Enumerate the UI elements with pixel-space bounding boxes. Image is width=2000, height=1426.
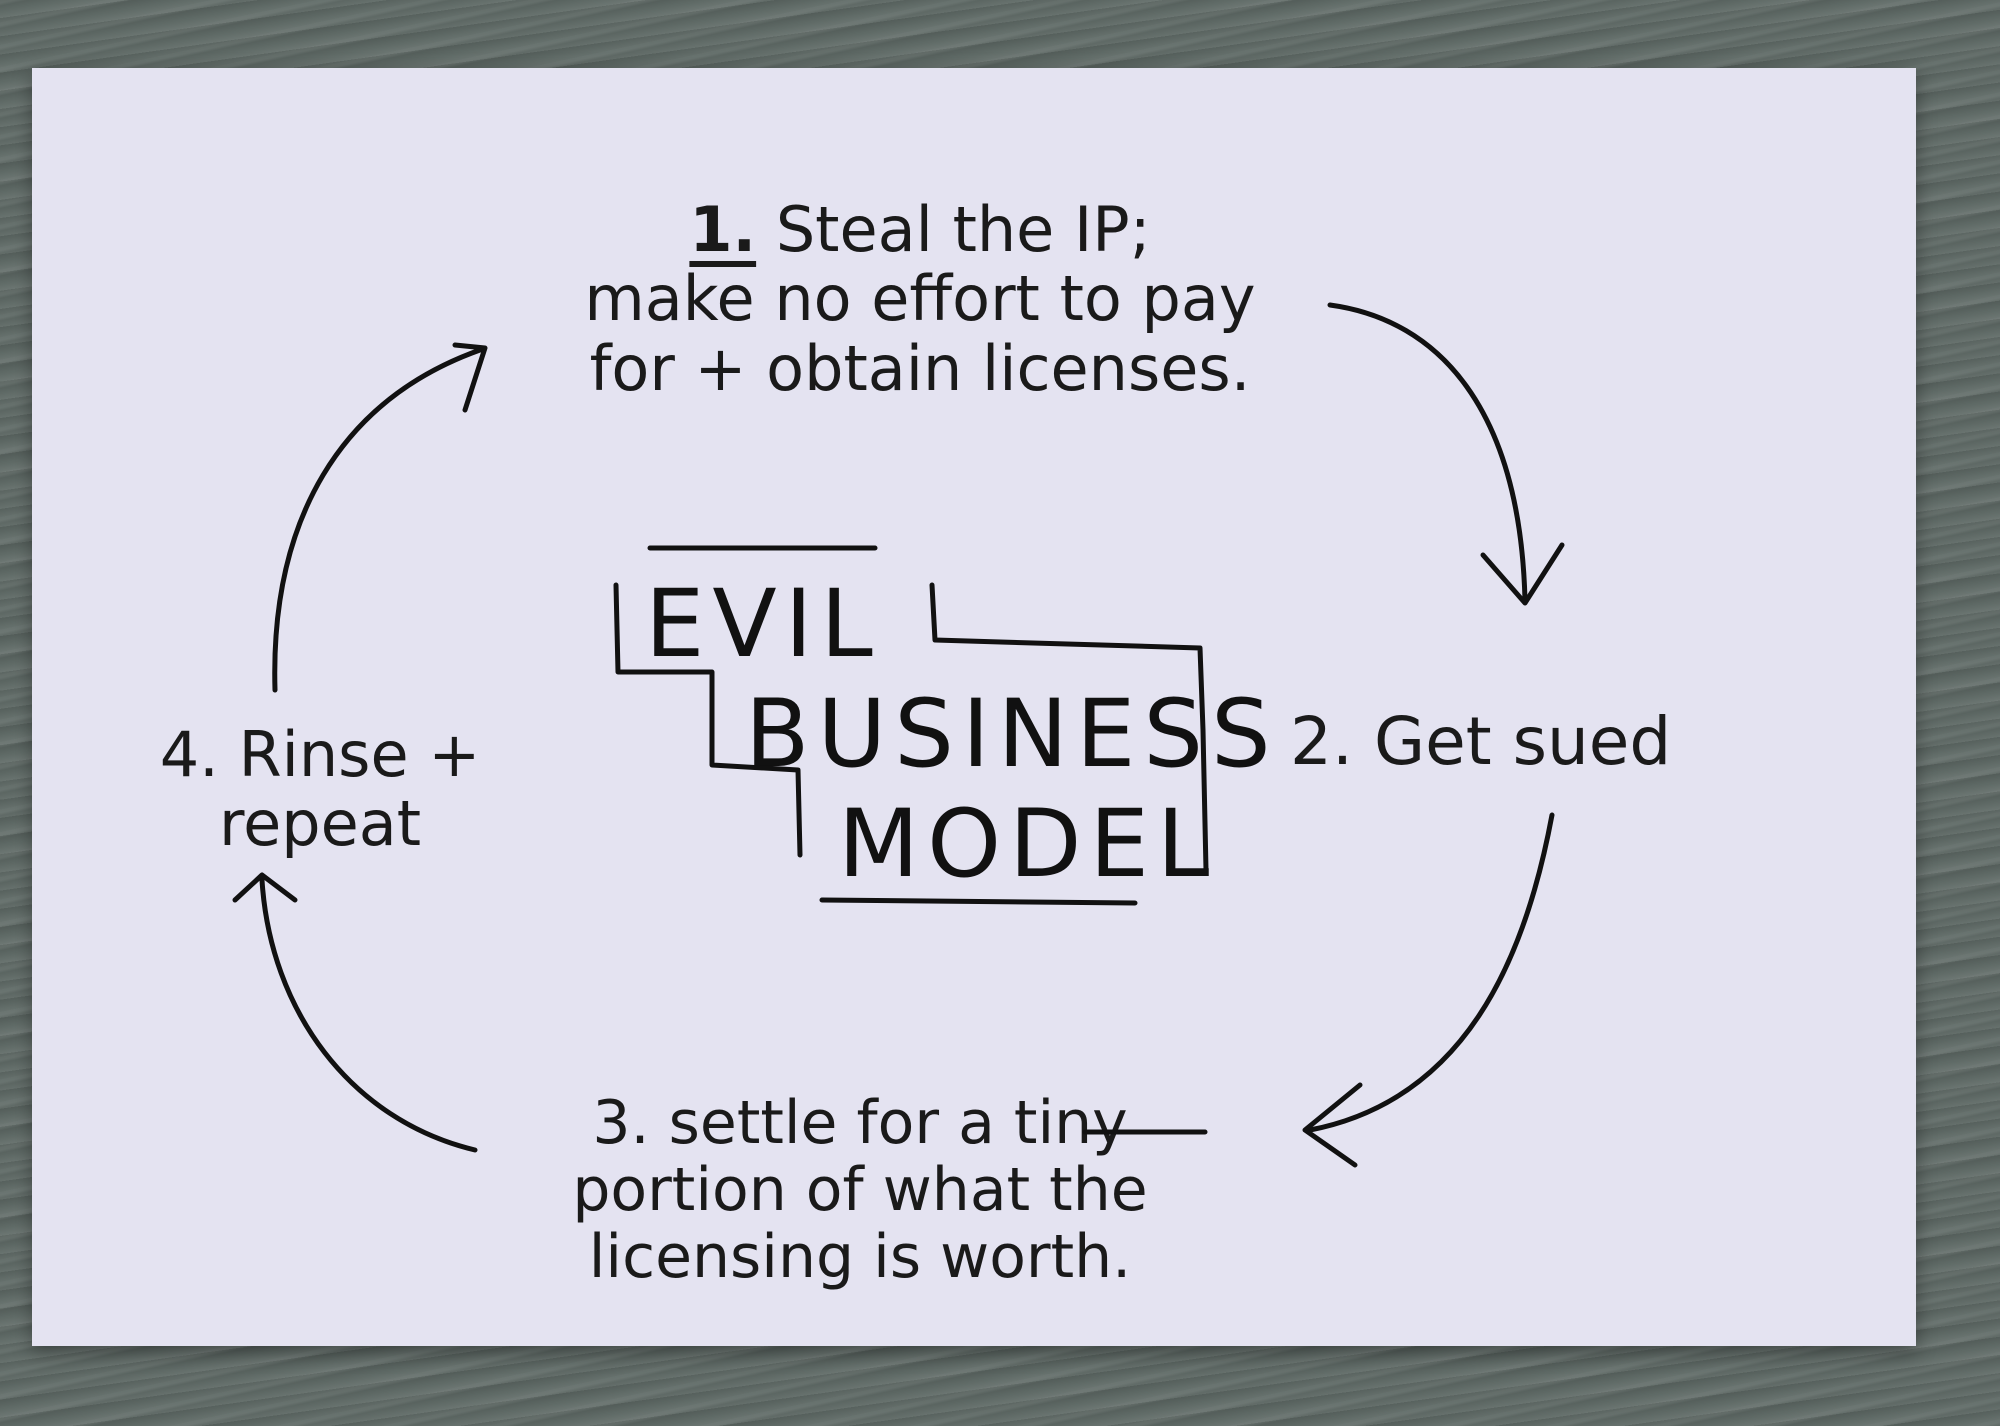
title-line-model: MODEL <box>838 790 1217 899</box>
step-4-number: 4. <box>160 718 219 791</box>
step-3-text: 3. settle for a tiny portion of what the… <box>450 1090 1270 1292</box>
step-2-number: 2. <box>1290 703 1353 780</box>
step-4-line-2: repeat <box>110 789 530 858</box>
step-3-line-3: licensing is worth. <box>450 1224 1270 1291</box>
step-4-text: 4. Rinse + repeat <box>110 720 530 859</box>
step-3-number: 3. <box>592 1088 649 1158</box>
step-1-line-3: for + obtain licenses. <box>470 334 1370 403</box>
step-1-line-1: 1. Steal the IP; <box>470 195 1370 264</box>
step-1-number: 1. <box>689 193 756 266</box>
title-line-business: BUSINESS <box>745 680 1279 789</box>
step-2-text: 2. Get sued <box>1290 705 1770 779</box>
step-1-line-1-text: Steal the IP; <box>776 193 1151 266</box>
step-3-line-2: portion of what the <box>450 1157 1270 1224</box>
step-3-line-1: settle for a tiny <box>669 1088 1128 1158</box>
step-2-line-1: Get sued <box>1374 703 1671 780</box>
step-1-line-2: make no effort to pay <box>470 264 1370 333</box>
step-4-line-1: Rinse + <box>239 718 481 791</box>
title-line-evil: EVIL <box>645 570 881 679</box>
step-1-text: 1. Steal the IP; make no effort to pay f… <box>470 195 1370 403</box>
